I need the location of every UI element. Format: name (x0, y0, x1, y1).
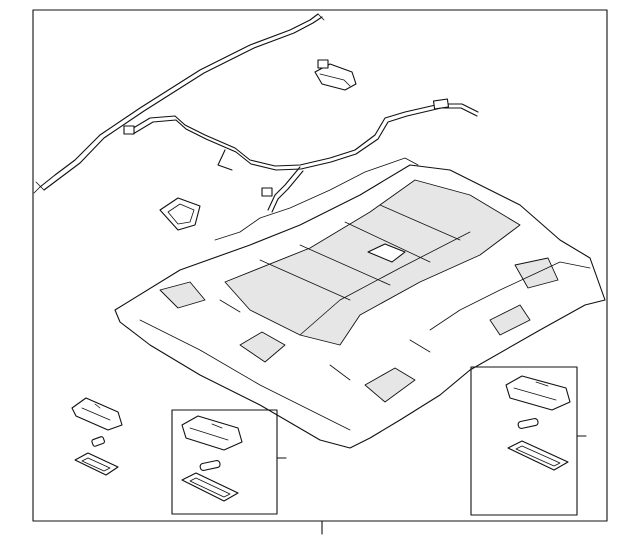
roof-clip-bracket (314, 59, 357, 91)
rear-dome-lamp-callout (470, 366, 587, 516)
diagram-frame (32, 9, 608, 535)
dome-lamp-left (71, 397, 123, 476)
map-lamp-callout (171, 409, 287, 515)
headliner-panel (114, 157, 606, 449)
wiring-harness (33, 13, 479, 213)
grab-handle-clip (159, 197, 201, 231)
